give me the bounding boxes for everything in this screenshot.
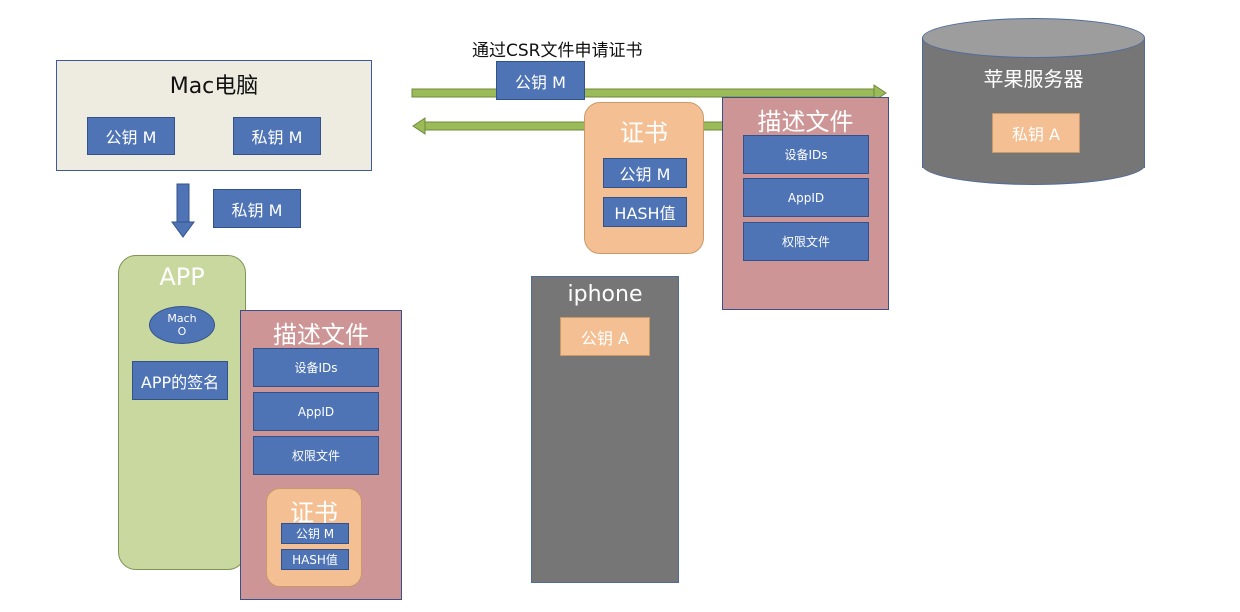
mac-public-key: 公钥 M bbox=[87, 117, 175, 155]
certificate-top: 证书 公钥 M HASH值 bbox=[584, 102, 704, 254]
iphone-device: iphone 公钥 A bbox=[531, 276, 679, 583]
profile-top-title: 描述文件 bbox=[757, 107, 854, 136]
profile-app-certificate-title: 证书 bbox=[290, 498, 338, 527]
certificate-top-hash: HASH值 bbox=[603, 197, 687, 227]
profile-app-entitlements: 权限文件 bbox=[253, 436, 379, 475]
server-title: 苹果服务器 bbox=[983, 66, 1084, 91]
csr-public-key: 公钥 M bbox=[496, 61, 585, 100]
profile-top-entitlements: 权限文件 bbox=[743, 222, 869, 261]
profile-app-title: 描述文件 bbox=[273, 320, 369, 349]
down-arrow bbox=[171, 183, 195, 238]
app-signature: APP的签名 bbox=[132, 361, 228, 400]
profile-app-appid: AppID bbox=[253, 392, 379, 431]
mac-private-key: 私钥 M bbox=[233, 117, 321, 155]
mac-computer-box: Mac电脑 公钥 M 私钥 M bbox=[56, 60, 372, 171]
certificate-top-title: 证书 bbox=[620, 118, 668, 147]
profile-top: 描述文件 设备IDs AppID 权限文件 bbox=[722, 97, 889, 310]
certificate-top-public-key: 公钥 M bbox=[603, 158, 687, 188]
server-private-key: 私钥 A bbox=[992, 113, 1080, 153]
mac-title: Mac电脑 bbox=[169, 74, 259, 99]
profile-app-device-ids: 设备IDs bbox=[253, 348, 379, 387]
profile-app-certificate: 证书 公钥 M HASH值 bbox=[266, 488, 362, 587]
iphone-title: iphone bbox=[567, 281, 643, 307]
profile-top-appid: AppID bbox=[743, 178, 869, 217]
csr-label: 通过CSR文件申请证书 bbox=[472, 41, 643, 61]
profile-app-certificate-hash: HASH值 bbox=[281, 549, 349, 570]
iphone-public-key: 公钥 A bbox=[560, 317, 650, 356]
server-cylinder-top bbox=[922, 18, 1145, 58]
profile-app-certificate-public-key: 公钥 M bbox=[281, 523, 349, 544]
mach-o-ellipse: Mach O bbox=[149, 306, 215, 344]
transfer-private-key: 私钥 M bbox=[213, 189, 301, 228]
profile-top-device-ids: 设备IDs bbox=[743, 135, 869, 174]
app-title: APP bbox=[159, 263, 205, 291]
profile-app: 描述文件 设备IDs AppID 权限文件 证书 公钥 M HASH值 bbox=[240, 310, 402, 600]
app-container: APP Mach O APP的签名 bbox=[118, 255, 246, 570]
